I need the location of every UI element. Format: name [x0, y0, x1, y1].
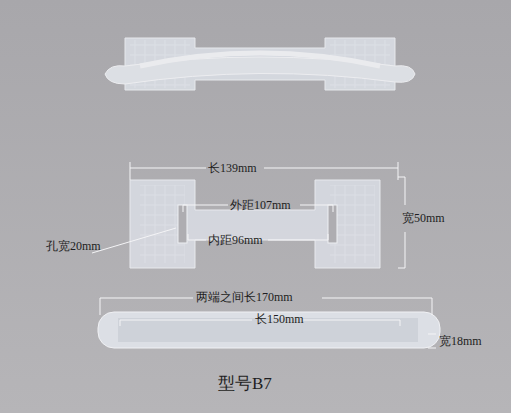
grip-width-label: 宽18mm: [439, 335, 482, 347]
grip-length-label: 长150mm: [255, 313, 304, 325]
handle-top-view: [105, 38, 415, 90]
model-label: 型号B7: [218, 375, 272, 392]
handle-flat-piece: [130, 180, 380, 268]
width-label: 宽50mm: [402, 212, 445, 224]
handle-side-view: [98, 312, 440, 348]
overall-length-label: 两端之间长170mm: [196, 291, 293, 303]
dimension-lines: [92, 162, 436, 348]
length-label: 长139mm: [208, 162, 257, 174]
hole-width-label: 孔宽20mm: [46, 240, 101, 252]
outer-distance-label: 外距107mm: [230, 199, 291, 211]
inner-distance-label: 内距96mm: [208, 234, 263, 246]
